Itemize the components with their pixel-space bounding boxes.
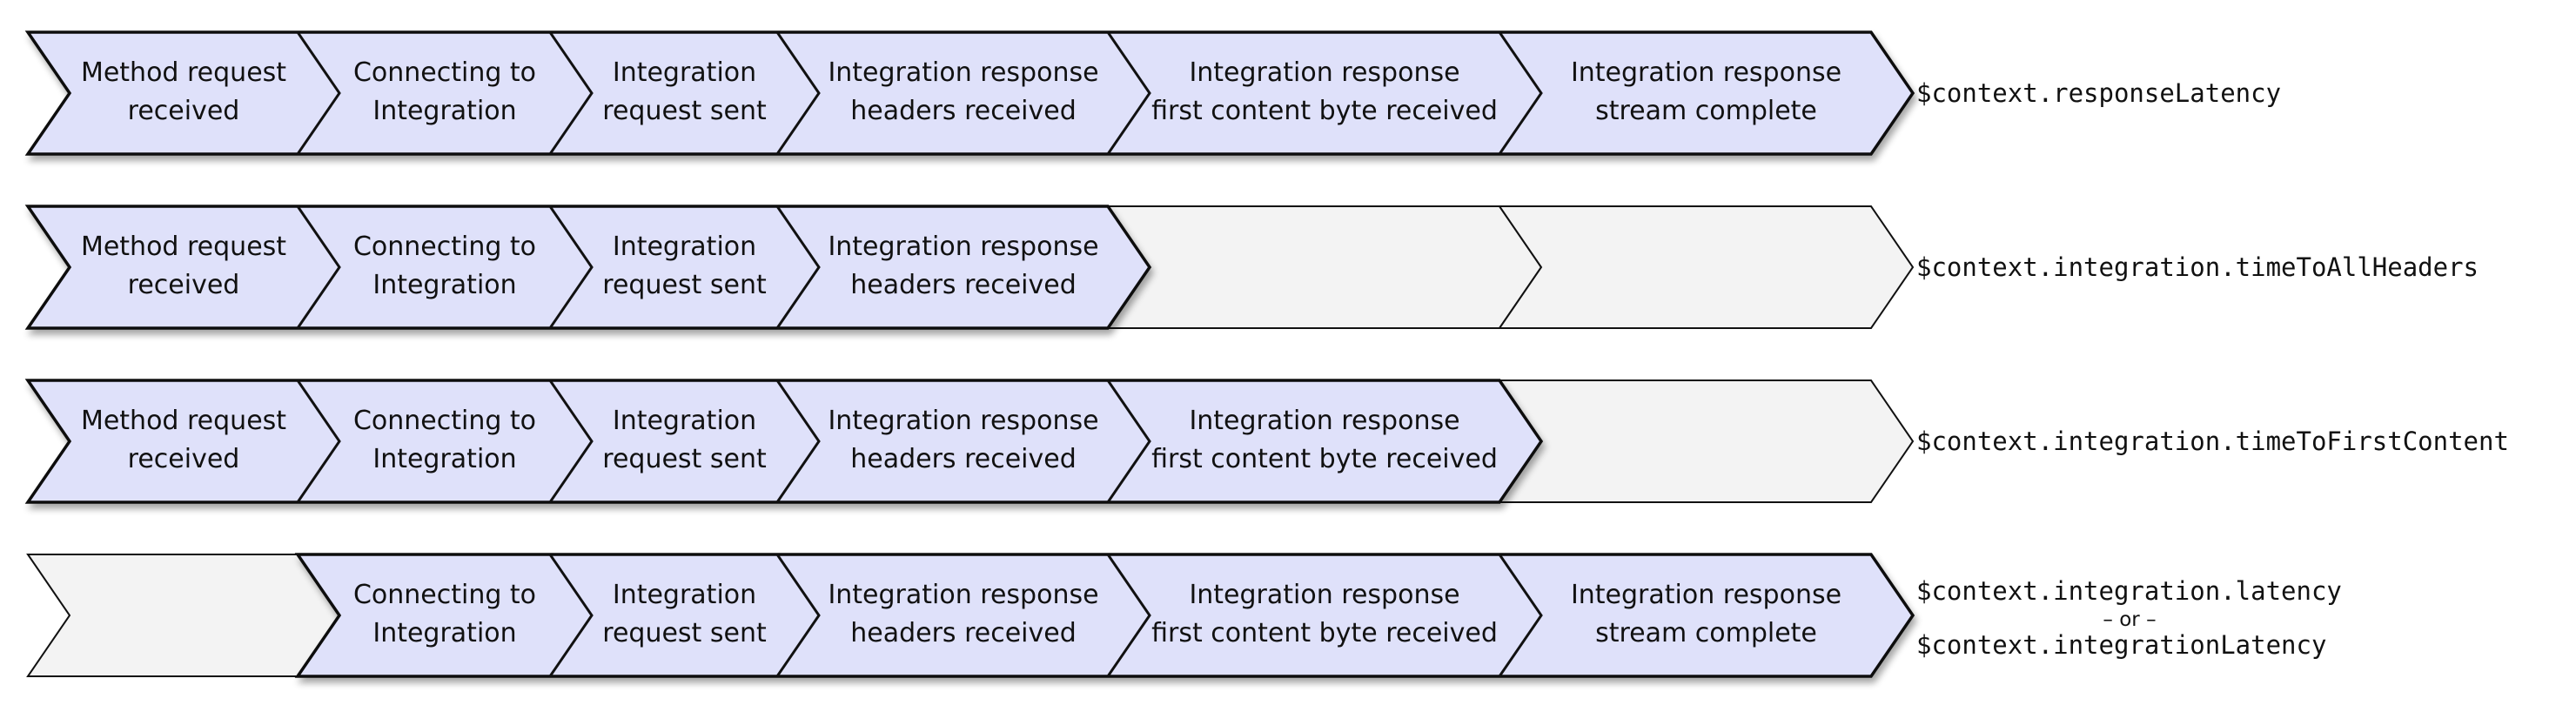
step-divider [548,205,594,329]
active-segment-outline [24,379,1544,504]
step-label: Integration response [828,232,1098,262]
step-divider [1498,31,1543,155]
step-chevron-inactive [1106,205,1543,329]
step-label: headers received [850,270,1077,300]
step-divider [296,205,341,329]
step-label: Integration response [1571,57,1841,88]
step-label: Connecting to [353,232,536,262]
step-label: headers received [850,444,1077,474]
metric-label-alt: $context.integrationLatency [1916,630,2326,660]
or-separator: – or – [2103,608,2156,631]
step-divider [1106,380,1151,503]
step-divider [775,205,821,329]
step-chevron-inactive [1498,380,1915,503]
step-divider [775,554,821,677]
active-segment [24,30,1915,156]
step-label: stream complete [1595,96,1817,126]
step-label: Integration response [1189,406,1459,436]
step-label: Method request [81,406,286,436]
metric-label: $context.integration.timeToFirstContent [1916,427,2509,456]
step-label: request sent [602,270,767,300]
step-label: first content byte received [1151,444,1498,474]
step-label: headers received [850,96,1077,126]
step-label: Integration response [1571,580,1841,610]
step-label: request sent [602,618,767,648]
step-label: Connecting to [353,406,536,436]
active-segment [294,553,1915,678]
step-label: Integration response [1189,57,1459,88]
active-segment [24,205,1152,330]
timeline-row: Method request received Connecting to Integ… [24,379,2509,504]
step-divider [775,31,821,155]
step-label: request sent [602,96,767,126]
step-label: request sent [602,444,767,474]
step-label: Integration [613,406,756,436]
step-label: Integration response [828,57,1098,88]
step-label: Integration response [828,580,1098,610]
active-segment [24,379,1544,504]
step-label: Integration [372,444,516,474]
timeline-row: Connecting toIntegrationIntegrationreque… [26,553,2342,678]
metric-label: $context.integration.latency [1916,576,2342,606]
step-chevron-inactive [26,554,341,677]
step-divider [548,380,594,503]
step-divider [548,554,594,677]
active-segment-outline [294,553,1915,678]
step-label: received [128,270,240,300]
metric-label: $context.integration.timeToAllHeaders [1916,252,2479,282]
step-divider [1106,554,1151,677]
step-label: Integration response [1189,580,1459,610]
step-label: Integration [613,57,756,88]
step-label: Integration [372,96,516,126]
step-label: Integration [372,270,516,300]
step-label: first content byte received [1151,96,1498,126]
step-label: Integration response [828,406,1098,436]
step-label: received [128,96,240,126]
active-segment-outline [24,205,1152,330]
step-label: Integration [372,618,516,648]
step-label: Integration [613,580,756,610]
timeline-row: Method request received Connecting to Integ… [24,205,2479,330]
step-label: Method request [81,57,286,88]
step-label: received [128,444,240,474]
metric-label: $context.responseLatency [1916,78,2281,108]
step-divider [1498,554,1543,677]
step-label: stream complete [1595,618,1817,648]
timeline-row: Method request received Connecting to Integ… [24,30,2281,156]
step-divider [296,380,341,503]
step-divider [296,31,341,155]
step-label: Method request [81,232,286,262]
step-label: Connecting to [353,580,536,610]
active-segment-outline [24,30,1915,156]
step-label: Integration [613,232,756,262]
step-divider [1106,31,1151,155]
step-divider [548,31,594,155]
step-divider [775,380,821,503]
step-chevron-inactive [1498,205,1915,329]
step-label: Connecting to [353,57,536,88]
step-label: headers received [850,618,1077,648]
step-label: first content byte received [1151,618,1498,648]
